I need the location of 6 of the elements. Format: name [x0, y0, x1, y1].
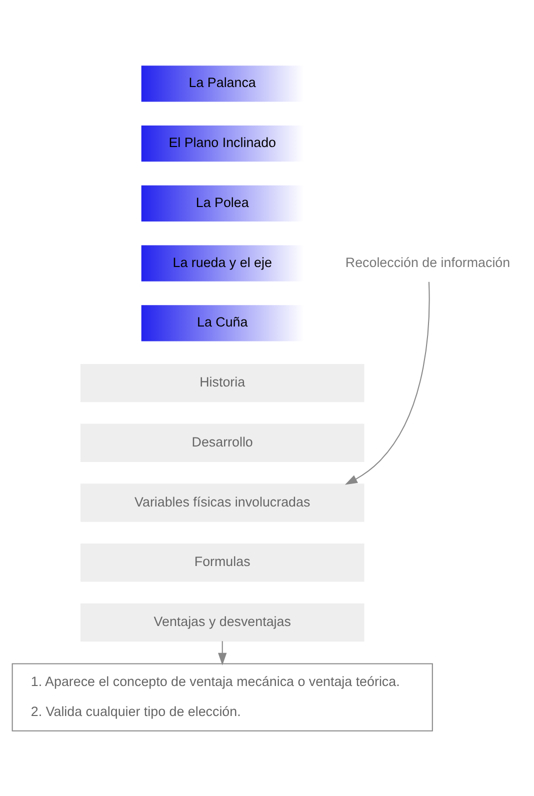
node-box: 1. Aparece el concepto de ventaja mecánica o ventaja teórica. 2. Valida cualquier tipo de elección.	[12, 663, 433, 732]
node-box: Variables físicas involucradas	[80, 484, 364, 522]
node-text: Recolección de información	[345, 254, 510, 270]
arrow	[344, 282, 430, 485]
arrow	[218, 641, 227, 666]
node-box: Ventajas y desventajas	[80, 603, 364, 642]
